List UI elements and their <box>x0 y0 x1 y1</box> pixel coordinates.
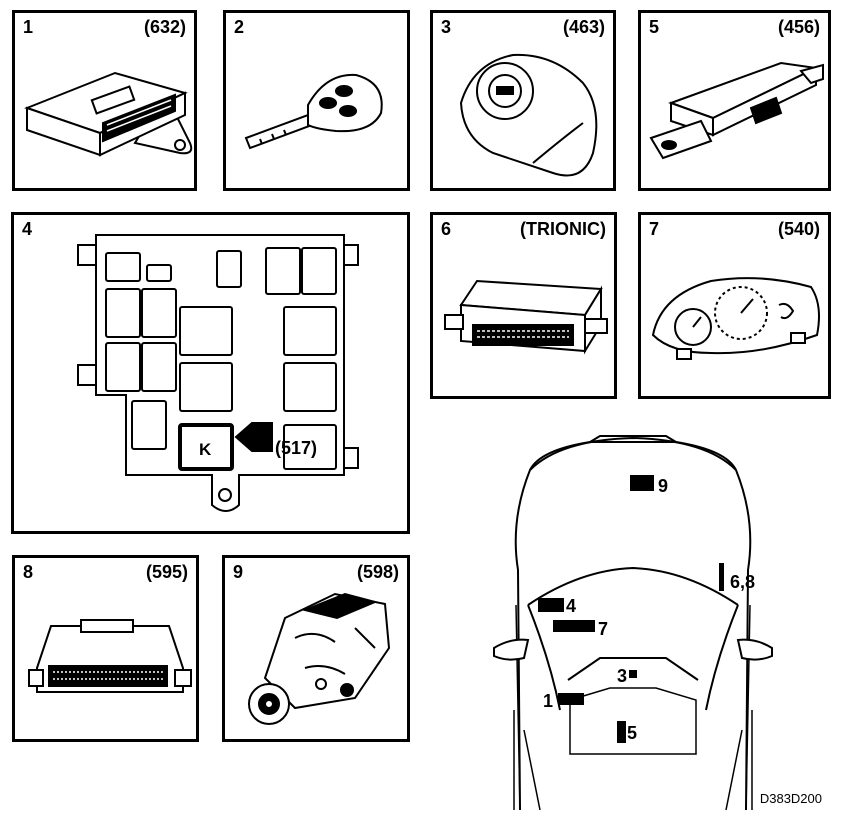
panel-3: 3 (463) <box>430 10 616 191</box>
part-code: (598) <box>356 562 399 582</box>
car-label-4: 4 <box>566 596 577 616</box>
part-code: (632) <box>143 17 186 37</box>
panel-number: 7 <box>649 219 660 239</box>
trionic-ecu-icon <box>444 279 608 355</box>
marker-4 <box>538 598 564 612</box>
panel-number: 5 <box>649 17 660 37</box>
marker-6-8 <box>719 563 724 591</box>
instrument-cluster-icon <box>651 277 820 360</box>
drawing-reference: D383D200 <box>759 791 822 806</box>
panel-4: 4 K (517) <box>11 212 410 534</box>
panel-9: 9 (598) <box>222 555 410 742</box>
immobiliser-module-icon <box>649 61 824 160</box>
ignition-key-icon <box>244 73 383 150</box>
part-code: (540) <box>777 219 820 239</box>
ignition-switch-icon <box>459 53 598 177</box>
relay-code: (517) <box>275 438 318 458</box>
car-label-9: 9 <box>658 476 669 496</box>
car-label-5: 5 <box>627 723 638 743</box>
panel-1: 1 (632) <box>12 10 197 191</box>
marker-7 <box>553 620 595 632</box>
car-label-7: 7 <box>598 619 609 639</box>
vehicle-top-view <box>493 435 773 811</box>
panel-number: 9 <box>233 562 244 582</box>
car-label-3: 3 <box>617 666 628 686</box>
part-code: (595) <box>145 562 188 582</box>
part-code: (463) <box>562 17 605 37</box>
part-code: (456) <box>777 17 820 37</box>
part-code: (TRIONIC) <box>520 219 606 239</box>
panel-number: 4 <box>22 219 33 239</box>
panel-8: 8 (595) <box>12 555 199 742</box>
fuse-box-icon <box>77 234 359 512</box>
car-label-6-8: 6,8 <box>730 572 756 592</box>
marker-1 <box>558 693 584 705</box>
panel-6: 6 (TRIONIC) <box>430 212 617 399</box>
panel-number: 8 <box>23 562 34 582</box>
panel-number: 3 <box>441 17 452 37</box>
panel-5: 5 (456) <box>638 10 831 191</box>
panel-7: 7 (540) <box>638 212 831 399</box>
panel-2: 2 <box>223 10 410 191</box>
panel-number: 6 <box>441 219 452 239</box>
marker-3 <box>629 670 637 678</box>
relay-label: K <box>199 440 212 459</box>
marker-5 <box>617 721 626 743</box>
panel-number: 1 <box>23 17 34 37</box>
car-label-1: 1 <box>543 691 554 711</box>
marker-9 <box>630 475 654 491</box>
control-module-icon <box>24 71 193 157</box>
diesel-ecu-icon <box>28 619 192 693</box>
panel-number: 2 <box>234 17 245 37</box>
injection-pump-icon <box>248 592 391 725</box>
